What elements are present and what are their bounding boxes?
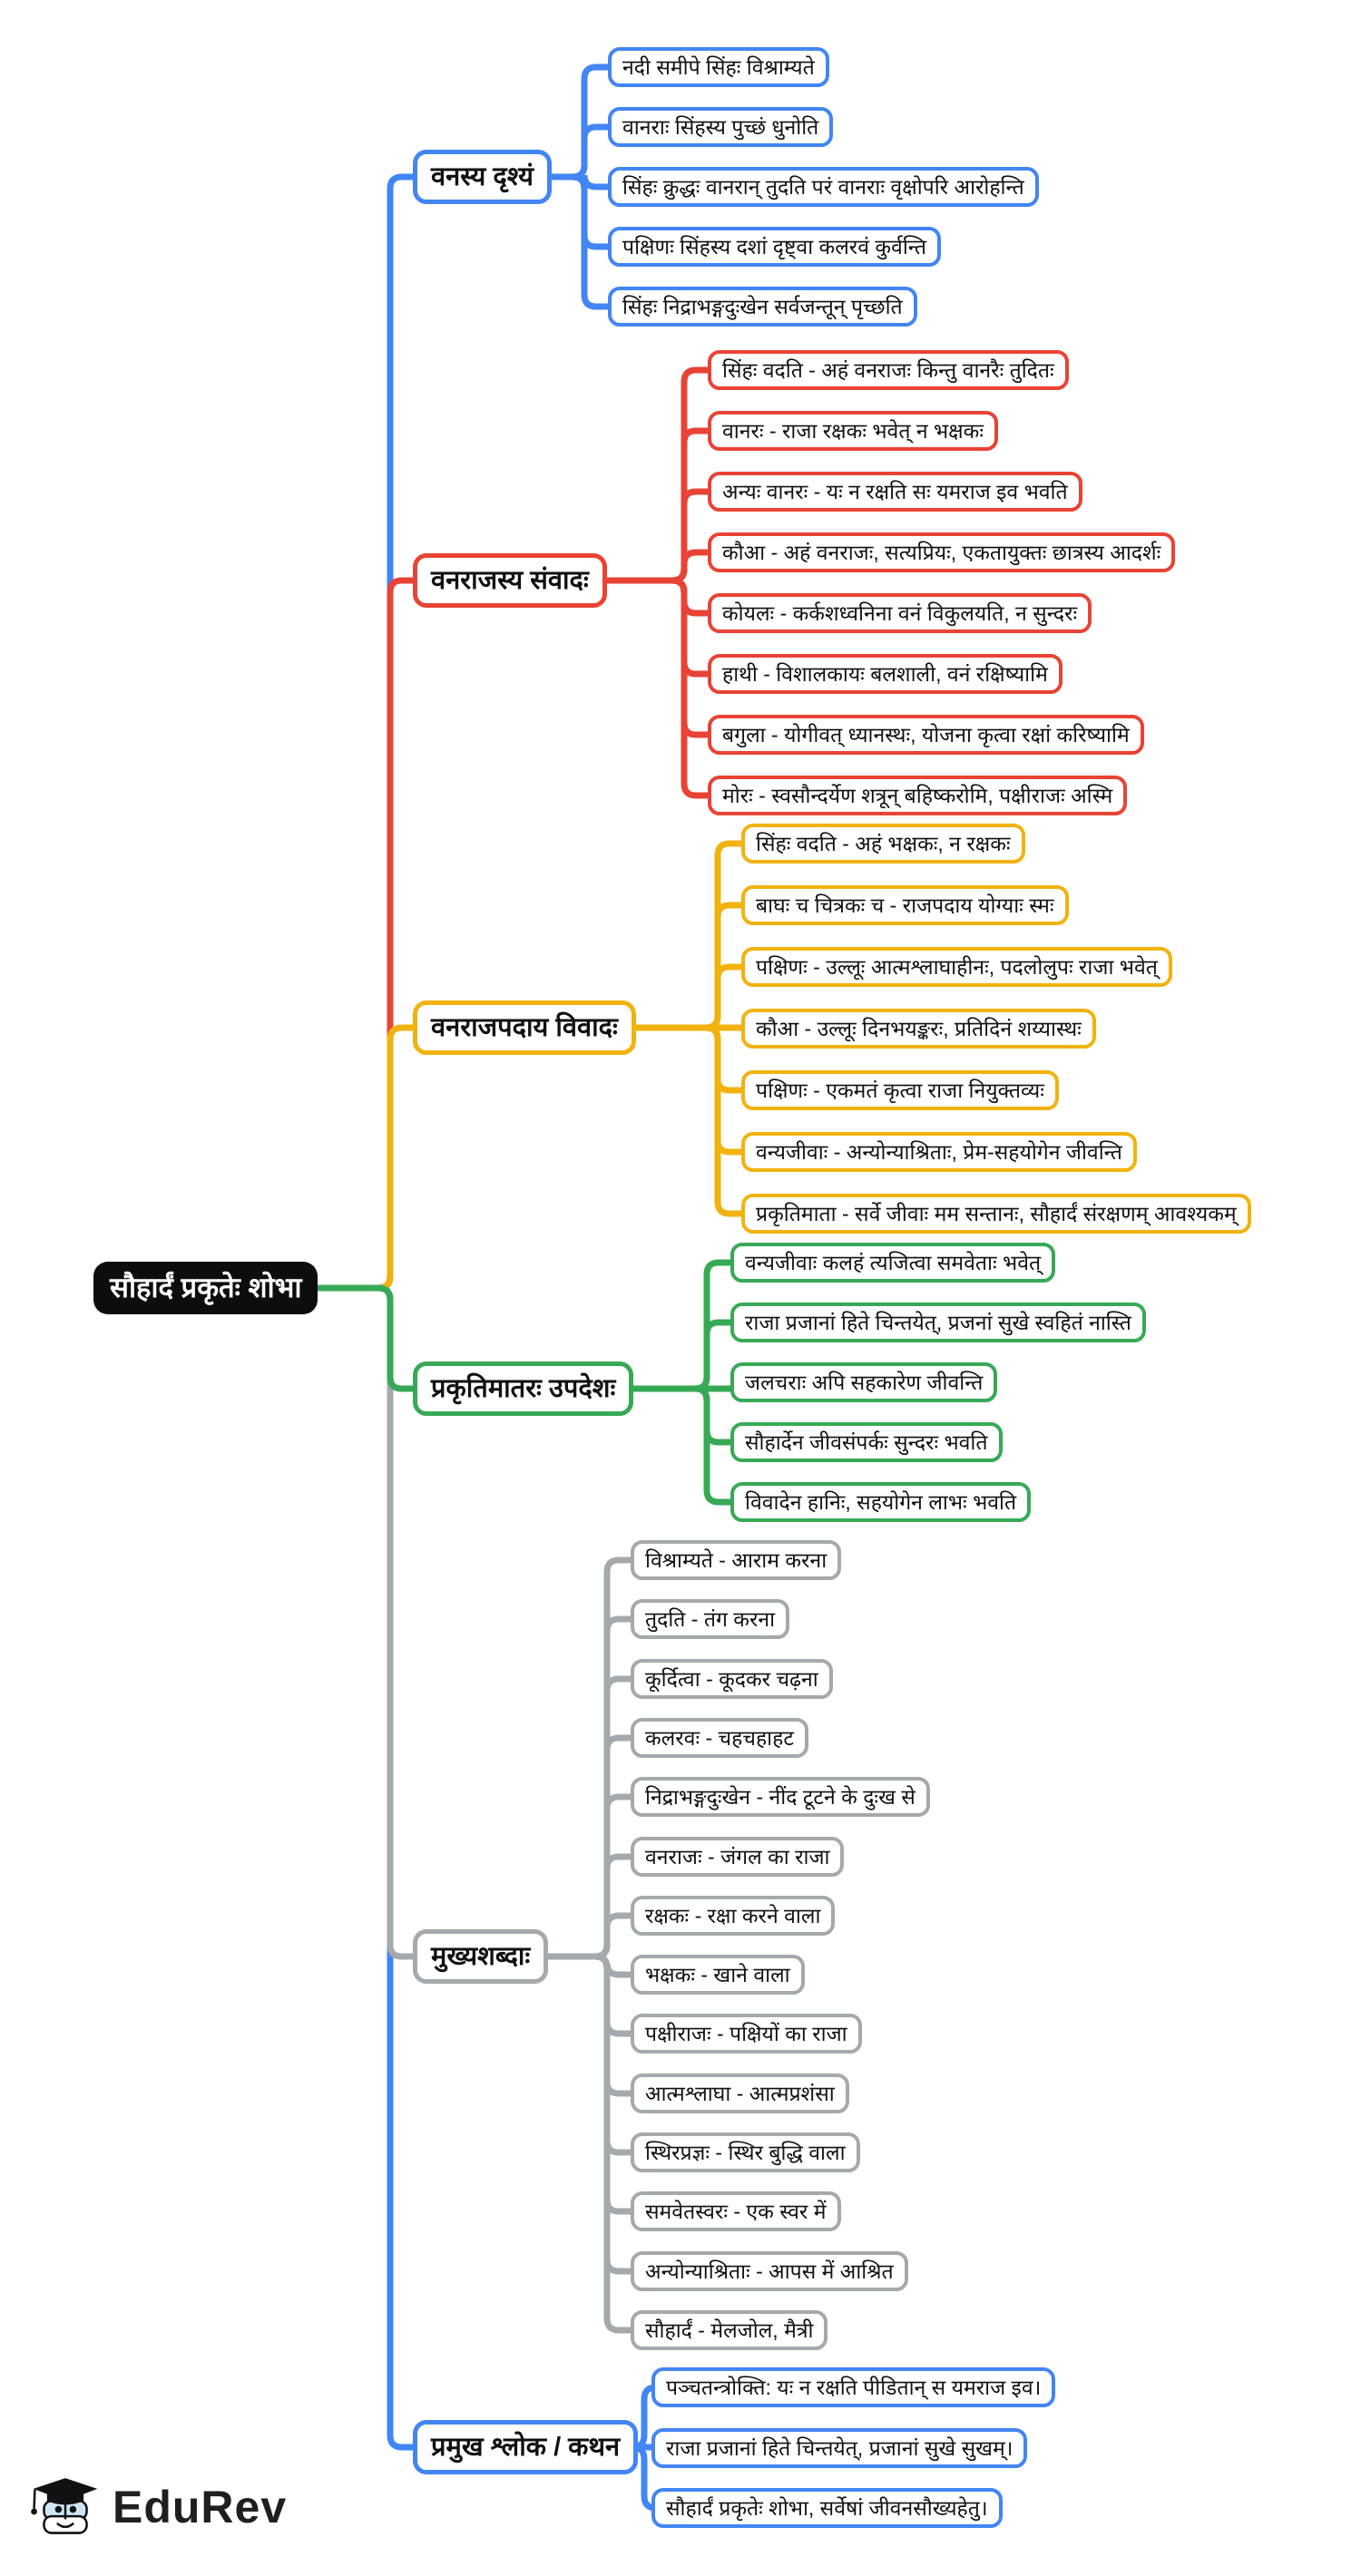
mindmap-node[interactable]: वानरः - राजा रक्षकः भवेत् न भक्षकः [708, 411, 998, 451]
mindmap-node[interactable]: तुदति - तंग करना [631, 1599, 790, 1639]
mindmap-node[interactable]: भक्षकः - खाने वाला [631, 1955, 805, 1995]
mindmap-node[interactable]: बगुला - योगीवत् ध्यानस्थः, योजना कृत्वा … [708, 715, 1144, 755]
mindmap-node[interactable]: सिंहः निद्राभङ्गदुःखेन सर्वजन्तून् पृच्छ… [608, 287, 917, 327]
mindmap-node[interactable]: स्थिरप्रज्ञः - स्थिर बुद्धि वाला [631, 2132, 860, 2172]
mindmap-node[interactable]: वन्यजीवाः - अन्योन्याश्रिताः, प्रेम-सहयो… [741, 1132, 1137, 1172]
branch-label[interactable]: मुख्यशब्दाः [413, 1929, 549, 1984]
mindmap-node[interactable]: कौआ - अहं वनराजः, सत्यप्रियः, एकतायुक्तः… [708, 532, 1176, 572]
mindmap-node[interactable]: पक्षिणः - उल्लूः आत्मश्लाघाहीनः, पदलोलुप… [741, 947, 1172, 987]
mindmap-node[interactable]: बाघः च चित्रकः च - राजपदाय योग्याः स्मः [741, 885, 1069, 925]
mindmap-node[interactable]: हाथी - विशालकायः बलशाली, वनं रक्षिष्यामि [708, 654, 1063, 694]
mindmap-node[interactable]: कोयलः - कर्कशध्वनिना वनं विकुलयति, न सुन… [708, 593, 1092, 633]
mindmap-node[interactable]: राजा प्रजानां हिते चिन्तयेत्, प्रजानां स… [651, 2428, 1028, 2468]
mindmap-node[interactable]: वानराः सिंहस्य पुच्छं धुनोति [608, 107, 834, 147]
mindmap-node[interactable]: अन्योन्याश्रिताः - आपस में आश्रित [631, 2251, 908, 2291]
mindmap-node[interactable]: राजा प्रजानां हिते चिन्तयेत्, प्रजनां सु… [730, 1303, 1146, 1342]
mindmap-node[interactable]: अन्यः वानरः - यः न रक्षति सः यमराज इव भव… [708, 472, 1082, 512]
mindmap-node[interactable]: पक्षिणः सिंहस्य दशां दृष्ट्वा कलरवं कुर्… [608, 227, 941, 267]
mindmap-node[interactable]: सिंहः क्रुद्धः वानरान् तुदति परं वानराः … [608, 167, 1039, 207]
branch-label[interactable]: प्रकृतिमातरः उपदेशः [413, 1361, 634, 1416]
mindmap-node[interactable]: सौहार्देन जीवसंपर्कः सुन्दरः भवति [730, 1422, 1003, 1462]
branch-label[interactable]: प्रमुख श्लोक / कथन [413, 2420, 639, 2474]
mindmap-node[interactable]: निद्राभङ्गदुःखेन - नींद टूटने के दुःख से [631, 1777, 930, 1817]
root-node[interactable]: सौहार्दं प्रकृतेः शोभा [93, 1262, 318, 1314]
edurev-logo[interactable]: EduRev [27, 2469, 287, 2545]
mindmap-node[interactable]: कौआ - उल्लूः दिनभयङ्करः, प्रतिदिनं शय्या… [741, 1009, 1096, 1049]
mindmap-node[interactable]: जलचराः अपि सहकारेण जीवन्ति [730, 1362, 998, 1402]
mindmap-node[interactable]: सौहार्दं - मेलजोल, मैत्री [631, 2310, 828, 2350]
mindmap-node[interactable]: वन्यजीवाः कलहं त्यजित्वा समवेताः भवेत् [730, 1243, 1056, 1283]
mindmap-node[interactable]: नदी समीपे सिंहः विश्राम्यते [608, 47, 829, 87]
mindmap-node[interactable]: पक्षीराजः - पक्षियों का राजा [631, 2014, 862, 2054]
mindmap-node[interactable]: समवेतस्वरः - एक स्वर में [631, 2191, 841, 2231]
mindmap-node[interactable]: मोरः - स्वसौन्दर्येण शत्रून् बहिष्करोमि,… [708, 776, 1128, 815]
mindmap-node[interactable]: कलरवः - चहचहाहट [631, 1718, 808, 1758]
branch-label[interactable]: वनराजस्य संवादः [413, 553, 607, 608]
mindmap-node[interactable]: विवादेन हानिः, सहयोगेन लाभः भवति [730, 1482, 1032, 1522]
mindmap-node[interactable]: आत्मश्लाघा - आत्मप्रशंसा [631, 2073, 849, 2113]
mindmap-node[interactable]: प्रकृतिमाता - सर्वे जीवाः मम सन्तानः, सौ… [741, 1194, 1251, 1234]
branch-label[interactable]: वनस्य दृश्यं [413, 150, 552, 204]
mindmap-node[interactable]: वनराजः - जंगल का राजा [631, 1837, 845, 1877]
mindmap-node[interactable]: विश्राम्यते - आराम करना [631, 1540, 842, 1580]
mindmap-node[interactable]: सौहार्दं प्रकृतेः शोभा, सर्वेषां जीवनसौख… [651, 2488, 1003, 2528]
mindmap-node[interactable]: सिंहः वदति - अहं वनराजः किन्तु वानरैः तु… [708, 350, 1069, 390]
mindmap-node[interactable]: रक्षकः - रक्षा करने वाला [631, 1896, 836, 1936]
graduation-cap-icon [27, 2469, 103, 2545]
mindmap-node[interactable]: सिंहः वदति - अहं भक्षकः, न रक्षकः [741, 824, 1025, 864]
branch-label[interactable]: वनराजपदाय विवादः [413, 1000, 636, 1055]
mindmap-node[interactable]: पक्षिणः - एकमतं कृत्वा राजा नियुक्तव्यः [741, 1070, 1059, 1110]
mindmap-node[interactable]: कूर्दित्वा - कूदकर चढ़ना [631, 1659, 833, 1699]
mindmap-node[interactable]: पञ्चतन्त्रोक्ति: यः न रक्षति पीडितान् स … [651, 2367, 1056, 2407]
edurev-logo-text: EduRev [113, 2482, 288, 2532]
